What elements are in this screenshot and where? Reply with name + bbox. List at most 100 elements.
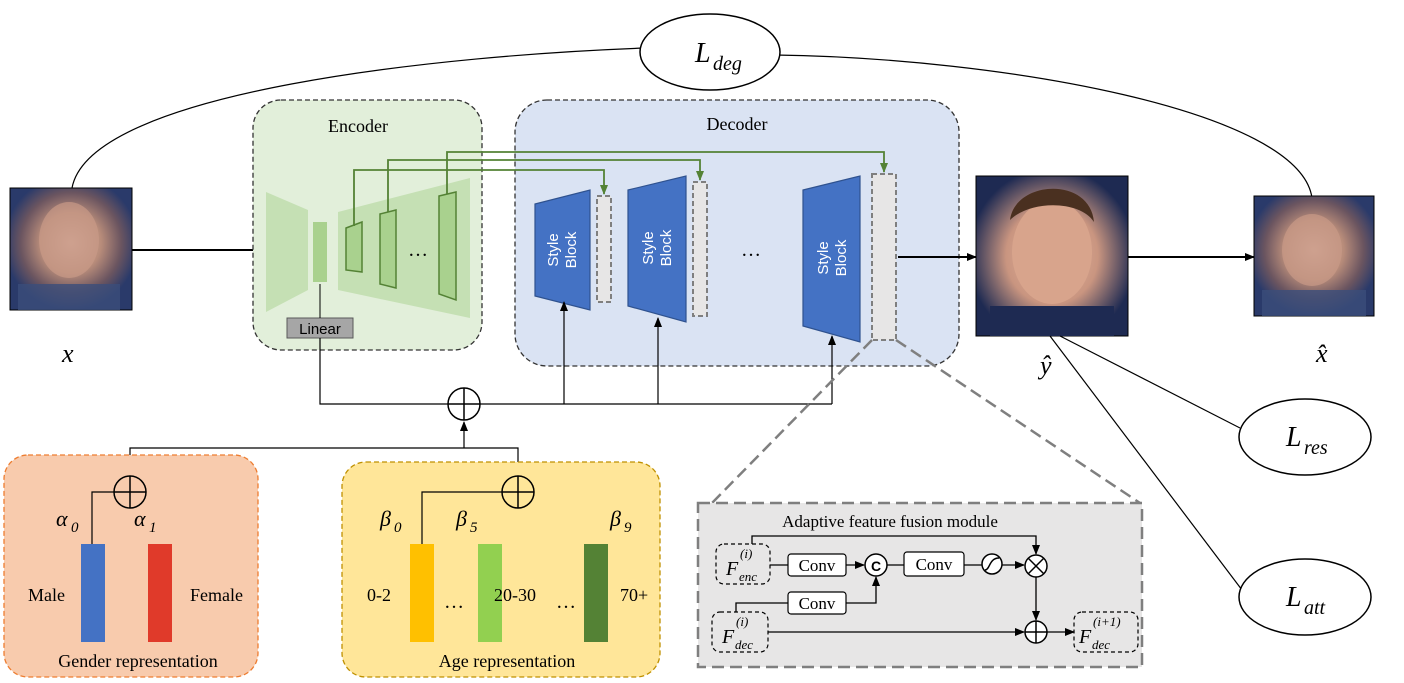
alpha0-subscript: 0 (71, 520, 79, 536)
conv-dec-label: Conv (799, 594, 836, 613)
encoder-bottleneck (313, 222, 327, 282)
encoder-layer-3 (438, 191, 457, 302)
encoder-layer-1 (345, 220, 363, 273)
main-sum-node (447, 387, 481, 421)
label-x: x (61, 339, 74, 368)
multiply-node (1024, 554, 1048, 578)
linear-label: Linear (299, 321, 341, 338)
style-block-1 (534, 189, 591, 311)
style-block-1-line2: Block (563, 231, 580, 268)
gender-sum-node (113, 475, 147, 509)
latt-ellipse (1238, 558, 1372, 636)
ldeg-label: L (694, 38, 711, 69)
age-group-2: 70+ (620, 585, 648, 605)
fusion-title: Adaptive feature fusion module (782, 512, 998, 531)
encoder-title: Encoder (328, 116, 388, 136)
alpha1-label: α (134, 506, 146, 531)
style-block-3-line1: Style (815, 241, 832, 274)
ldeg-subscript: deg (713, 53, 742, 75)
male-bar (81, 544, 105, 642)
male-label: Male (28, 585, 65, 605)
style-block-3 (802, 175, 861, 343)
age-bar-5 (478, 544, 502, 642)
alpha1-subscript: 1 (149, 520, 157, 536)
latt-subscript: att (1304, 597, 1326, 619)
age-title: Age representation (439, 651, 575, 671)
output-shoulders (990, 306, 1114, 336)
lres-ellipse (1238, 398, 1372, 476)
f-out-superscript: (i+1) (1093, 614, 1121, 629)
degraded-face (1282, 214, 1342, 286)
beta0-subscript: 0 (394, 520, 402, 536)
style-block-2-line2: Block (658, 229, 675, 266)
encoder-downsample-shape (266, 192, 308, 312)
f-dec-label: F (721, 626, 735, 648)
sigmoid-curve (984, 557, 1000, 571)
female-label: Female (190, 585, 243, 605)
fusion-arrows (735, 535, 1075, 636)
skip-connections (353, 151, 888, 226)
encoder-layer-2 (379, 209, 397, 289)
age-dots-2: … (556, 591, 576, 613)
zoom-line-left (711, 339, 873, 504)
fusion-slot-1 (596, 195, 612, 303)
conv-enc-label: Conv (799, 556, 836, 575)
encoder-dots: … (408, 239, 428, 261)
age-sum-node (501, 475, 535, 509)
lres-label: L (1285, 422, 1302, 453)
female-bar (148, 544, 172, 642)
concat-label: C (871, 558, 881, 574)
line-yhat-to-latt (1049, 335, 1243, 591)
f-enc-subscript: enc (739, 569, 757, 584)
ldeg-arc (71, 47, 1313, 199)
label-y-hat: ŷ (1037, 351, 1052, 380)
output-face (1012, 200, 1092, 304)
add-node (1024, 620, 1048, 644)
age-branch-lines (421, 491, 502, 544)
alpha0-label: α (56, 506, 68, 531)
degraded-shoulders (1262, 290, 1366, 316)
latt-label: L (1285, 582, 1302, 613)
fusion-slot-2 (692, 181, 708, 317)
decoder-dots: … (741, 239, 761, 261)
conv-fused-box (903, 551, 965, 577)
zoom-line-right (895, 338, 1141, 505)
beta0-label: β (379, 506, 391, 531)
beta5-subscript: 5 (470, 520, 478, 536)
f-enc-label: F (725, 558, 739, 580)
f-out-label: F (1078, 626, 1092, 648)
ldeg-ellipse (639, 13, 781, 91)
gender-box (3, 454, 259, 678)
beta5-label: β (455, 506, 467, 531)
input-shoulders (18, 284, 120, 310)
skip-connection-1 (353, 169, 608, 226)
beta9-subscript: 9 (624, 520, 632, 536)
style-block-2 (627, 175, 687, 323)
gender-title: Gender representation (58, 651, 217, 671)
conv-fused-label: Conv (916, 555, 953, 574)
skip-connection-3 (446, 151, 888, 194)
f-out-subscript: dec (1092, 637, 1110, 652)
encoder-upsample-shape (338, 178, 470, 318)
f-enc-superscript: (i) (740, 546, 752, 561)
sigmoid-icon (981, 553, 1003, 575)
f-dec-superscript: (i) (736, 614, 748, 629)
decoder-title: Decoder (707, 114, 768, 134)
f-dec-subscript: dec (735, 637, 753, 652)
line-yhat-to-lres (1059, 335, 1241, 429)
age-bar-0 (410, 544, 434, 642)
beta9-label: β (609, 506, 621, 531)
label-x-hat: x̂ (1315, 339, 1328, 368)
skip-connection-2 (387, 159, 704, 212)
style-block-1-line1: Style (545, 233, 562, 266)
style-block-2-line1: Style (640, 231, 657, 264)
age-group-1: 20-30 (494, 585, 536, 605)
fusion-module-box (696, 501, 1144, 669)
style-block-3-line2: Block (833, 239, 850, 276)
age-group-0: 0-2 (367, 585, 391, 605)
input-face (39, 202, 99, 278)
output-hair (1010, 188, 1094, 222)
age-bar-9 (584, 544, 608, 642)
